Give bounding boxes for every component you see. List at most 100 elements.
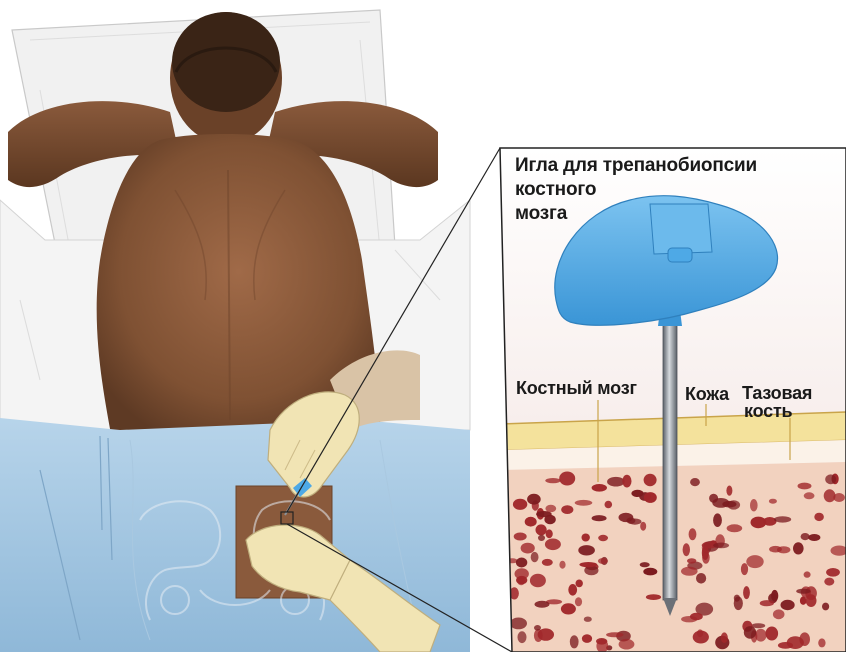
marrow-cell (769, 499, 777, 504)
marrow-cell (806, 594, 817, 607)
marrow-cell (559, 472, 575, 486)
marrow-cell (683, 543, 690, 556)
marrow-cell (751, 517, 767, 529)
marrow-cell (778, 642, 793, 649)
marrow-cell (793, 542, 804, 554)
marrow-cell (576, 580, 583, 588)
marrow-cell (804, 492, 815, 499)
marrow-cell (631, 490, 643, 497)
marrow-cell (640, 522, 646, 531)
marrow-cell (534, 625, 541, 631)
marrow-cell (687, 558, 696, 563)
marrow-cell (826, 568, 840, 577)
marrow-cell (824, 578, 834, 586)
marrow-cell (734, 595, 740, 602)
marrow-cell (598, 558, 608, 564)
marrow-cell (750, 499, 758, 511)
marrow-cell (578, 545, 595, 555)
needle-title-line2: костного (515, 179, 596, 200)
skin-label: Кожа (685, 384, 729, 405)
marrow-cell (744, 626, 756, 639)
marrow-cell (760, 600, 774, 606)
marrow-cell (606, 632, 623, 637)
marrow-cell (644, 492, 657, 503)
marrow-cell (575, 597, 582, 606)
marrow-cell (796, 589, 810, 594)
marrow-cell (774, 516, 791, 522)
marrow-cell (781, 600, 795, 610)
marrow-cell (513, 499, 527, 510)
marrow-cell (535, 601, 550, 608)
needle-title-line3: мозга (515, 203, 567, 224)
marrow-cell (726, 486, 732, 496)
marrow-cell (531, 552, 539, 562)
marrow-cell (545, 539, 561, 551)
marrow-cell (640, 562, 650, 567)
marrow-cell (646, 594, 661, 600)
needle-title: Игла для трепанобиопсии костного мозга (515, 154, 757, 226)
marrow-cell (542, 559, 553, 566)
marrow-cell (619, 639, 635, 650)
marrow-cell (561, 505, 573, 514)
marrow-cell (546, 529, 553, 538)
marrow-cell (690, 613, 703, 621)
marrow-cell (808, 534, 820, 541)
patient-head (170, 12, 282, 144)
marrow-cell (518, 631, 527, 643)
marrow-cell (582, 534, 590, 542)
marrow-cell (702, 552, 710, 564)
marrow-cell (536, 524, 547, 535)
needle-title-line1: Игла для трепанобиопсии (515, 155, 757, 176)
marrow-cell (799, 632, 810, 646)
marrow-cell (530, 574, 546, 588)
marrow-cell (592, 515, 607, 521)
marrow-cell (545, 505, 556, 512)
marrow-cell (545, 478, 560, 483)
marrow-cell (746, 555, 763, 568)
marrow-cell (628, 519, 641, 525)
marrow-cell (514, 533, 527, 541)
marrow-cell (525, 517, 537, 527)
marrow-cell (690, 478, 700, 486)
marrow-cell (538, 628, 554, 640)
marrow-cell (510, 618, 527, 630)
marrow-cell (713, 513, 722, 527)
marrow-cell (818, 638, 825, 647)
marrow-cell (804, 571, 811, 577)
marrow-cell (538, 535, 545, 541)
pelvic-bone-label-line2: кость (742, 402, 842, 420)
marrow-cell (607, 477, 625, 487)
marrow-cell (579, 562, 597, 567)
marrow-cell (517, 578, 525, 585)
marrow-cell (570, 635, 579, 648)
marrow-cell (771, 590, 778, 602)
marrow-cell (712, 498, 729, 508)
marrow-cell (777, 546, 790, 553)
marrow-cell (575, 500, 593, 506)
marrow-cell (773, 609, 785, 619)
bone-marrow-label: Костный мозг (516, 378, 637, 399)
marrow-cell (727, 524, 743, 532)
marrow-cell (741, 563, 748, 575)
marrow-cell (516, 558, 527, 568)
marrow-cell (605, 501, 613, 509)
marrow-cell (527, 494, 541, 505)
marrow-cell (584, 617, 592, 622)
marrow-cell (824, 489, 836, 502)
marrow-cell (598, 535, 608, 541)
marrow-cell (801, 533, 810, 540)
marrow-cell (592, 484, 607, 492)
marrow-cell (766, 627, 779, 641)
marrow-cell (643, 568, 657, 576)
marrow-cell (515, 568, 529, 579)
marrow-cell (568, 584, 577, 596)
marrow-cell (622, 475, 631, 488)
marrow-cell (822, 603, 829, 611)
marrow-cell (559, 561, 565, 569)
marrow-cell (582, 634, 592, 643)
pelvic-bone-label: Тазовая кость (742, 384, 842, 420)
marrow-cell (743, 586, 750, 599)
marrow-cell (689, 528, 697, 540)
marrow-cell (561, 603, 576, 614)
